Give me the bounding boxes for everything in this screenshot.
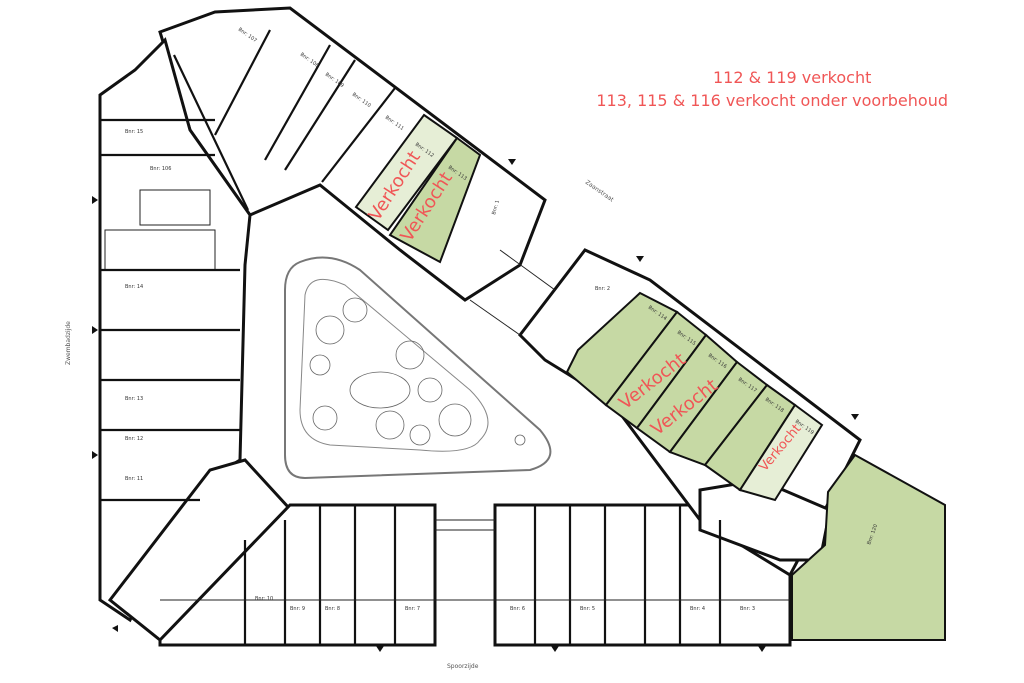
- unit-label: Bnr: 4: [690, 606, 705, 612]
- unit-label: Bnr: 2: [595, 286, 610, 292]
- unit-label: Bnr: 15: [125, 129, 143, 135]
- unit-label: Bnr: 13: [125, 396, 143, 402]
- sales-legend: 112 & 119 verkocht 113, 115 & 116 verkoc…: [596, 66, 948, 112]
- legend-reserved: 113, 115 & 116 verkocht onder voorbehoud: [596, 91, 948, 110]
- street-label-zwembadzijde: Zwembadzijde: [65, 321, 72, 365]
- top-wing-divisions: [173, 29, 396, 211]
- street-label-spoorzijde: Spoorzijde: [447, 663, 479, 670]
- garden: [299, 278, 489, 452]
- unit-label: Bnr: 5: [580, 606, 595, 612]
- unit-label: Bnr: 7: [405, 606, 420, 612]
- unit-label: Bnr: 3: [740, 606, 755, 612]
- unit-label: Bnr: 8: [325, 606, 340, 612]
- unit-divisions: [100, 118, 790, 645]
- unit-119[interactable]: [738, 403, 824, 502]
- unit-label: Bnr: 11: [125, 476, 143, 482]
- street-label-zaanstraat: Zaanstraat: [584, 179, 616, 204]
- unit-label: Bnr: 6: [510, 606, 525, 612]
- unit-112[interactable]: [354, 113, 459, 232]
- courtyard: [284, 256, 552, 480]
- unit-label: Bnr: 1: [491, 199, 501, 215]
- unit-114[interactable]: [565, 291, 679, 407]
- unit-label: Bnr: 14: [125, 284, 143, 290]
- bottom-wing-east: [493, 503, 792, 647]
- unit-label: Bnr: 12: [125, 436, 143, 442]
- unit-label: Bnr: 10: [255, 596, 273, 602]
- unit-120[interactable]: [791, 453, 946, 641]
- unit-label: Bnr: 9: [290, 606, 305, 612]
- unit-113[interactable]: [388, 136, 482, 264]
- legend-sold: 112 & 119 verkocht: [712, 68, 872, 87]
- unit-label: Bnr: 106: [150, 166, 171, 172]
- bottom-wing-west: [158, 503, 437, 647]
- trees: [309, 297, 526, 446]
- entrance-arrows: [92, 159, 859, 652]
